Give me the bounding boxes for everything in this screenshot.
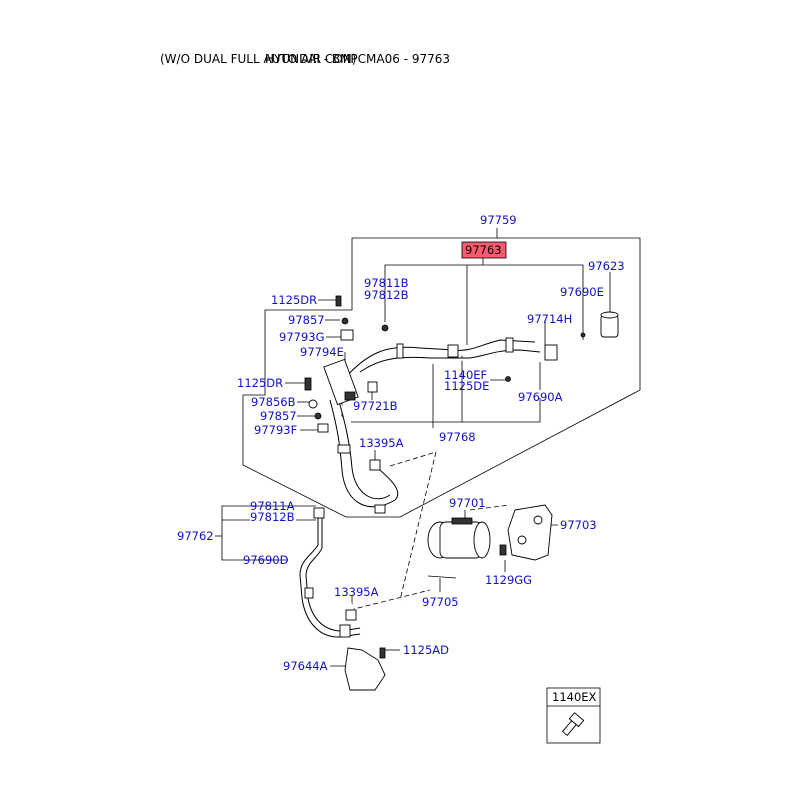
label-97759[interactable]: 97759 — [480, 213, 517, 227]
label-13395A-low[interactable]: 13395A — [334, 585, 379, 599]
label-97857-top[interactable]: 97857 — [288, 313, 325, 327]
label-97690A[interactable]: 97690A — [518, 390, 563, 404]
label-97793F[interactable]: 97793F — [254, 423, 297, 437]
label-97705[interactable]: 97705 — [422, 595, 459, 609]
label-97768[interactable]: 97768 — [439, 430, 476, 444]
label-97793G[interactable]: 97793G — [279, 330, 325, 344]
ac-pipe-discharge — [299, 507, 361, 638]
header-title: (W/O DUAL FULL AUTO AIR CON) — [160, 52, 357, 66]
label-97690D[interactable]: 97690D — [243, 553, 289, 567]
header-part-ref: HYUNDAI - BMPCMA06 - 97763 — [265, 52, 451, 66]
label-97701[interactable]: 97701 — [449, 496, 486, 510]
label-97762[interactable]: 97762 — [177, 529, 214, 543]
pipe-bracket-97644A — [344, 647, 386, 691]
label-97703[interactable]: 97703 — [560, 518, 597, 532]
bolts-small — [304, 295, 558, 659]
label-97856B[interactable]: 97856B — [251, 395, 296, 409]
compressor — [427, 517, 491, 579]
compressor-bracket — [499, 504, 553, 561]
label-1140EX[interactable]: 1140EX — [552, 690, 597, 704]
label-13395A-top[interactable]: 13395A — [359, 436, 404, 450]
label-97812B-low[interactable]: 97812B — [250, 510, 295, 524]
label-97644A[interactable]: 97644A — [283, 659, 328, 673]
ac-pipe-suction — [329, 397, 399, 514]
label-1125DR-mid[interactable]: 1125DR — [237, 376, 283, 390]
label-1125DE[interactable]: 1125DE — [444, 379, 489, 393]
label-97721B[interactable]: 97721B — [353, 399, 398, 413]
label-97714H[interactable]: 97714H — [527, 312, 572, 326]
label-1129GG[interactable]: 1129GG — [485, 573, 532, 587]
label-1125DR-top[interactable]: 1125DR — [271, 293, 317, 307]
bolt-1140EX-box — [546, 687, 601, 744]
label-97811B-top[interactable]: 97811B — [364, 276, 409, 290]
label-97857-mid[interactable]: 97857 — [260, 409, 297, 423]
highlight-box-97763[interactable] — [461, 241, 507, 259]
label-97623[interactable]: 97623 — [588, 259, 625, 273]
label-1125AD[interactable]: 1125AD — [403, 643, 449, 657]
pressure-switch-97623 — [580, 311, 619, 338]
part-labels: 97759 97763 97623 97811B 97812B 97690E 1… — [177, 213, 625, 704]
label-1140EF[interactable]: 1140EF — [444, 368, 487, 382]
label-97763[interactable]: 97763 — [465, 243, 502, 257]
label-97794E[interactable]: 97794E — [300, 345, 344, 359]
label-97811A[interactable]: 97811A — [250, 499, 295, 513]
label-97812B-top[interactable]: 97812B — [364, 288, 409, 302]
label-97690E[interactable]: 97690E — [560, 285, 604, 299]
ac-pipe-upper — [344, 337, 541, 379]
receiver-drier — [323, 358, 359, 406]
